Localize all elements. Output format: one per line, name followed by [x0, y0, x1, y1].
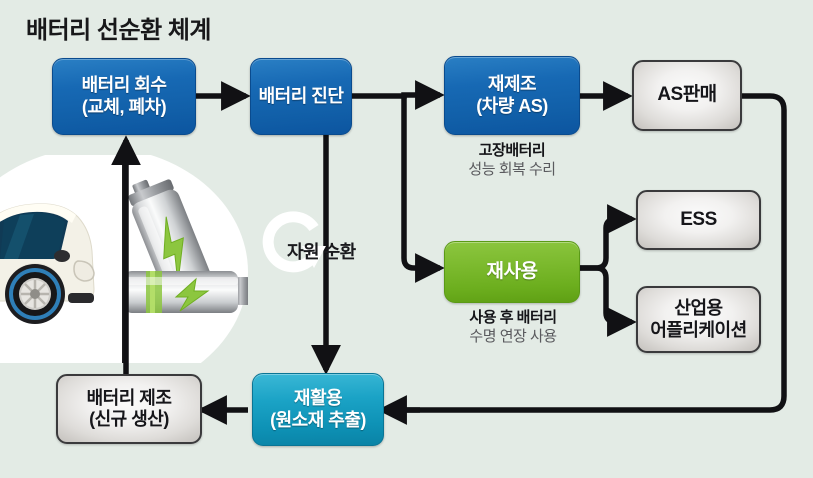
battery-cell-icon: [124, 179, 248, 313]
node-line-1: 재사용: [486, 260, 538, 282]
illustration-panel: [0, 155, 248, 363]
node-line-1: 배터리 제조: [86, 387, 172, 408]
caption-strong: 사용 후 배터리: [469, 309, 557, 326]
node-battery-diagnosis[interactable]: 배터리 진단: [250, 58, 352, 135]
node-line-1: 배터리 회수: [81, 75, 167, 96]
reuse-caption: 사용 후 배터리 수명 연장 사용: [440, 309, 586, 347]
node-line-1: 재활용: [293, 388, 343, 409]
node-ess[interactable]: ESS: [636, 190, 761, 250]
electric-car-icon: [0, 203, 95, 324]
node-line-1: 산업용: [674, 298, 723, 319]
node-battery-collection[interactable]: 배터리 회수 (교체, 폐차): [52, 58, 196, 135]
caption-weak: 성능 회복 수리: [468, 160, 556, 178]
remanufacturing-caption: 고장배터리 성능 회복 수리: [444, 142, 580, 180]
node-line-1: 배터리 진단: [258, 85, 344, 106]
page-title: 배터리 선순환 체계: [26, 17, 211, 44]
node-line-2: (교체, 폐차): [81, 96, 167, 117]
caption-strong: 고장배터리: [478, 142, 546, 159]
node-line-1: AS판매: [657, 84, 717, 106]
cycle-label: 자원 순환: [287, 242, 356, 262]
node-battery-manufacturing[interactable]: 배터리 제조 (신규 생산): [56, 374, 202, 444]
circular-arrow-icon: [262, 211, 326, 273]
node-remanufacturing[interactable]: 재제조 (차량 AS): [444, 56, 580, 135]
illustration-divider: [122, 155, 126, 363]
node-line-2: (신규 생산): [89, 409, 169, 429]
caption-weak: 수명 연장 사용: [469, 327, 557, 345]
node-line-1: 재제조: [487, 74, 537, 95]
node-recycling[interactable]: 재활용 (원소재 추출): [252, 373, 384, 446]
node-line-2: 어플리케이션: [650, 319, 747, 340]
node-line-1: ESS: [680, 208, 717, 230]
node-as-sales[interactable]: AS판매: [632, 60, 742, 131]
node-line-2: (원소재 추출): [270, 409, 366, 430]
node-reuse[interactable]: 재사용: [444, 241, 580, 303]
node-industrial-application[interactable]: 산업용 어플리케이션: [636, 286, 761, 353]
node-line-2: (차량 AS): [476, 95, 548, 116]
